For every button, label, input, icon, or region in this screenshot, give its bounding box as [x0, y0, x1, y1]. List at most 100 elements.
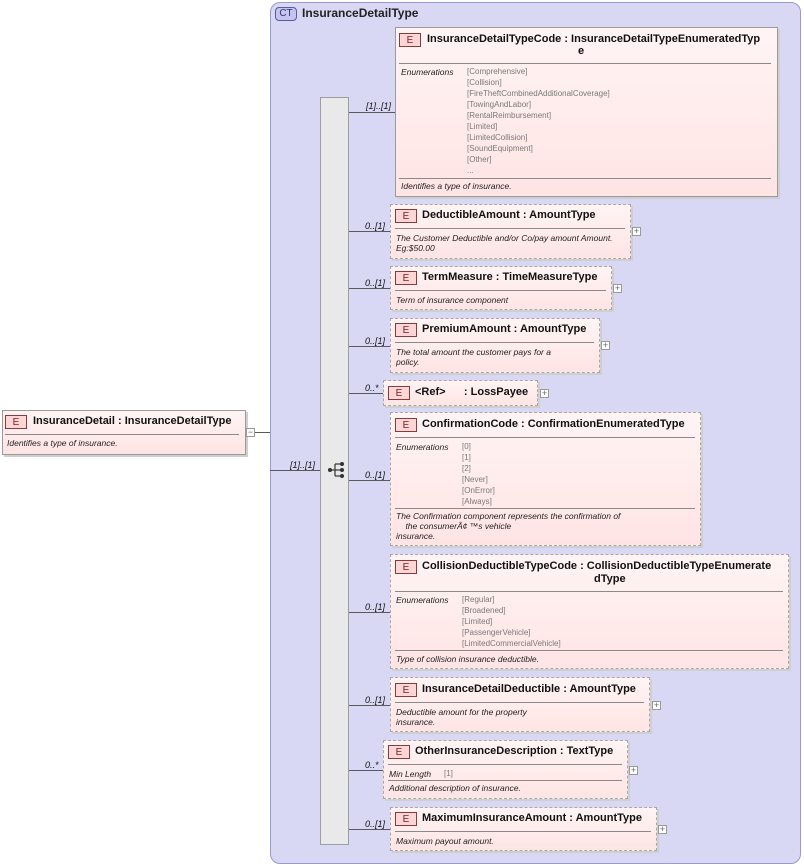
divider — [395, 508, 695, 509]
collapse-icon[interactable]: − — [246, 427, 255, 437]
element-box[interactable] — [390, 318, 600, 373]
expand-icon[interactable]: + — [601, 340, 610, 350]
divider — [395, 591, 783, 592]
divider — [395, 650, 783, 651]
enumerations-label: Enumerations — [401, 67, 454, 77]
occurrence-label: 0..* — [365, 383, 379, 393]
element-badge: E — [5, 415, 27, 429]
connector-line — [270, 470, 320, 471]
element-box[interactable] — [390, 677, 650, 732]
element-box[interactable] — [390, 807, 657, 851]
enum-value: [Collision] — [467, 78, 502, 87]
facet-label: Min Length — [389, 769, 432, 779]
divider — [395, 228, 625, 229]
element-badge: E — [399, 33, 421, 47]
element-doc: Maximum payout amount. — [396, 836, 494, 846]
element-box[interactable] — [395, 27, 778, 197]
element-title: TermMeasure : TimeMeasureType — [422, 271, 598, 283]
element-title-wrap: dType — [594, 573, 626, 585]
enumeration-list: [0] [1] [2] [Never] [OnError] [Always] — [462, 441, 495, 507]
expand-icon[interactable]: + — [613, 283, 622, 293]
complex-type-badge: CT — [275, 7, 297, 21]
connector-line — [255, 432, 270, 433]
element-box[interactable] — [390, 266, 612, 310]
root-element-doc: Identifies a type of insurance. — [7, 438, 118, 448]
occurrence-label: 0..[1] — [365, 336, 386, 346]
element-box[interactable] — [390, 204, 631, 259]
element-title: CollisionDeductibleTypeCode : CollisionD… — [422, 560, 772, 572]
occurrence-label: 0..* — [365, 760, 379, 770]
divider — [388, 764, 622, 765]
enum-value: [SoundEquipment] — [467, 144, 533, 153]
occurrence-label: 0..[1] — [365, 221, 386, 231]
enum-value: [Limited] — [467, 122, 498, 131]
expand-icon[interactable]: + — [658, 824, 667, 834]
sequence-multiplicity: [1]..[1] — [290, 460, 316, 470]
occurrence-label: 0..[1] — [365, 819, 386, 829]
element-doc: The Confirmation component represents th… — [396, 511, 621, 541]
element-box[interactable] — [390, 412, 701, 546]
divider — [395, 831, 651, 832]
divider — [395, 702, 644, 703]
connector-line — [349, 346, 390, 347]
element-doc: Additional description of insurance. — [389, 783, 521, 793]
expand-icon[interactable]: + — [629, 765, 638, 775]
element-box[interactable] — [383, 380, 538, 406]
enum-value: [Never] — [462, 475, 488, 484]
divider — [395, 290, 606, 291]
connector-line — [349, 612, 390, 613]
enum-value: [Other] — [467, 155, 492, 164]
connector-line — [349, 770, 383, 771]
enum-value: [Broadened] — [462, 606, 506, 615]
enum-value: [LimitedCommercialVehicle] — [462, 639, 561, 648]
element-doc: Deductible amount for the property insur… — [396, 707, 527, 727]
element-title: InsuranceDetailTypeCode : InsuranceDetai… — [427, 33, 761, 45]
enumerations-label: Enumerations — [396, 442, 449, 452]
enum-value: [RentalReimbursement] — [467, 111, 552, 120]
expand-icon[interactable]: + — [632, 226, 641, 236]
root-element-box[interactable] — [2, 410, 246, 455]
sequence-icon — [328, 462, 344, 478]
divider — [399, 178, 771, 179]
connector-line — [349, 288, 390, 289]
enumeration-list: [Regular] [Broadened] [Limited] [Passeng… — [462, 594, 561, 649]
element-doc: Type of collision insurance deductible. — [396, 654, 540, 664]
enumeration-list: [Comprehensive] [Collision] [FireTheftCo… — [467, 66, 610, 176]
element-title: PremiumAmount : AmountType — [422, 323, 587, 335]
connector-line — [349, 705, 390, 706]
enum-value: [Comprehensive] — [467, 67, 528, 76]
expand-icon[interactable]: + — [540, 388, 549, 398]
root-element-title: InsuranceDetail : InsuranceDetailType — [33, 415, 232, 427]
occurrence-label: 0..[1] — [365, 695, 386, 705]
enum-value: ... — [467, 166, 474, 175]
expand-icon[interactable]: + — [652, 700, 661, 710]
element-badge: E — [388, 386, 410, 400]
element-badge: E — [395, 271, 417, 285]
divider — [388, 780, 622, 781]
facet-value: [1] — [444, 769, 453, 778]
enum-value: [0] — [462, 442, 471, 451]
occurrence-label: 0..[1] — [365, 470, 386, 480]
element-title: <Ref> : LossPayee — [415, 386, 529, 398]
element-badge: E — [395, 418, 417, 432]
enum-value: [Always] — [462, 497, 492, 506]
enum-value: [FireTheftCombinedAdditionalCoverage] — [467, 89, 610, 98]
element-badge: E — [395, 560, 417, 574]
divider — [5, 434, 239, 435]
divider — [395, 437, 695, 438]
connector-line — [349, 393, 383, 394]
element-badge: E — [395, 683, 417, 697]
occurrence-label: 0..[1] — [365, 602, 386, 612]
element-badge: E — [395, 209, 417, 223]
element-doc: The total amount the customer pays for a… — [396, 347, 551, 367]
element-box[interactable] — [383, 740, 628, 799]
enum-value: [OnError] — [462, 486, 495, 495]
enum-value: [PassengerVehicle] — [462, 628, 531, 637]
element-title-wrap: e — [578, 45, 585, 57]
connector-line — [349, 480, 390, 481]
element-box[interactable] — [390, 554, 789, 669]
divider — [399, 63, 771, 64]
element-badge: E — [395, 323, 417, 337]
connector-line — [349, 829, 390, 830]
element-title: ConfirmationCode : ConfirmationEnumerate… — [422, 418, 685, 430]
